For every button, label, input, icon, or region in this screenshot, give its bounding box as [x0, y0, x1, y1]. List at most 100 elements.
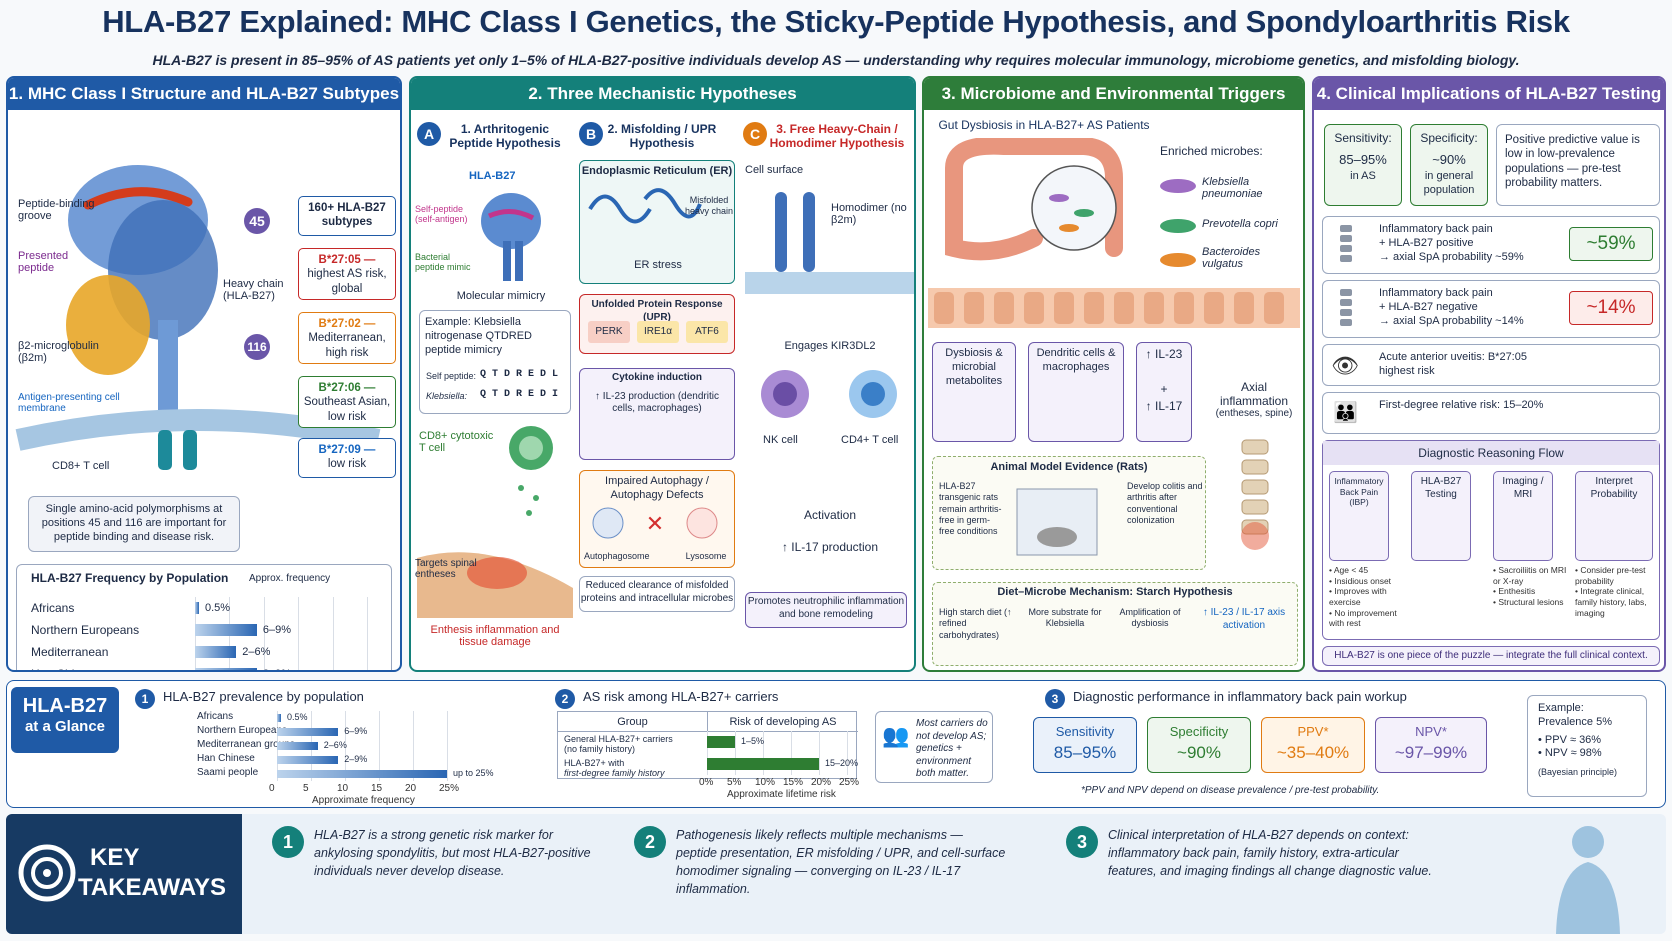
takeaway-2-badge: 2 [634, 826, 666, 858]
diet-box: Diet–Microbe Mechanism: Starch Hypothesi… [932, 582, 1298, 666]
glance-2-title: AS risk among HLA-B27+ carriers [583, 689, 779, 704]
page-title: HLA-B27 Explained: MHC Class I Genetics,… [102, 4, 1570, 39]
gridline [345, 711, 346, 781]
axis-tick-label: 20 [405, 783, 417, 794]
category-label: Mediterranean groups [197, 739, 295, 750]
gridline [447, 711, 448, 781]
enthesis-damage-label: Enthesis inflammation and tissue damage [430, 624, 560, 648]
gridline [367, 597, 368, 670]
substrate-label: More substrate for Klebsiella [1028, 607, 1102, 629]
data-bar [707, 758, 819, 770]
position-45-badge: 45 [244, 208, 270, 234]
takeaway-2-text: Pathogenesis likely reflects multiple me… [676, 828, 1006, 897]
positive-probability-value: ~59% [1569, 227, 1653, 261]
spinal-entheses-label: Targets spinal entheses [415, 558, 477, 580]
subtype-count: 160+ HLA-B27 subtypes [298, 196, 396, 236]
category-label: Africans [197, 711, 234, 722]
position-116-badge: 116 [244, 334, 270, 360]
ppv-note: Positive predictive value is low in low-… [1496, 124, 1660, 206]
flow-step-imaging: Imaging / MRI [1493, 471, 1553, 561]
label-heavy-chain: Heavy chain (HLA-B27) [223, 278, 284, 302]
people-icon: 👥 [882, 723, 910, 748]
gridline [332, 597, 334, 670]
glance-1-title: HLA-B27 prevalence by population [163, 689, 364, 704]
axis-tick-label: 5% [727, 777, 742, 788]
microbe-klebsiella: Klebsiella pneumoniae [1202, 176, 1263, 200]
takeaway-3-badge: 3 [1066, 826, 1098, 858]
relative-risk-row: 👪 First-degree relative risk: 15–20% [1322, 392, 1660, 434]
negative-probability-row: Inflammatory back pain + HLA-B27 negativ… [1322, 280, 1660, 338]
panel-4-title: 4. Clinical Implications of HLA-B27 Test… [1314, 78, 1664, 110]
gridline [263, 597, 265, 670]
hypothesis-a-title: 1. Arthritogenic Peptide Hypothesis [449, 122, 561, 150]
self-peptide-label: Self-peptide (self-antigen) [415, 204, 468, 224]
microbe-bacteroides: Bacteroides vulgatus [1202, 246, 1261, 270]
data-bar [277, 770, 447, 778]
takeaway-1-badge: 1 [272, 826, 304, 858]
t-cell-illustration [509, 426, 553, 516]
epithelium-illustration [928, 288, 1300, 328]
axis-tick-label: 25% [839, 777, 860, 788]
axial-inflammation-label: Axial inflammation(entheses, spine) [1215, 380, 1293, 419]
category-label: Han Chinese [31, 667, 100, 670]
gridline [763, 731, 764, 775]
diagnostic-flow: Diagnostic Reasoning Flow Inflammatory B… [1322, 440, 1660, 640]
gut-dysbiosis-title: Gut Dysbiosis in HLA-B27+ AS Patients [938, 118, 1150, 132]
hypothesis-c-badge: C [743, 122, 767, 146]
panel-3-title: 3. Microbiome and Environmental Triggers [924, 78, 1303, 110]
panel-microbiome: 3. Microbiome and Environmental Triggers… [922, 76, 1305, 672]
autophagy-illustration: ✕ [592, 507, 718, 538]
spine-icon [1340, 225, 1352, 262]
molecular-mimicry-label: Molecular mimicry [456, 290, 546, 302]
category-label: Mediterranean [31, 645, 109, 659]
takeaways-title-box: KEY TAKEAWAYS [6, 814, 242, 934]
panel-1-title: 1. MHC Class I Structure and HLA-B27 Sub… [8, 78, 400, 110]
family-icon: 👪 [1333, 402, 1358, 424]
metric-npv: NPV*~97–99% [1375, 717, 1487, 773]
dendritic-box: Dendritic cells & macrophages [1028, 342, 1124, 442]
axis-tick-label: 5 [303, 783, 309, 794]
flow-step-testing: HLA-B27 Testing [1411, 471, 1471, 561]
activation-label: Activation [803, 508, 857, 522]
glance-title-box: HLA-B27 at a Glance [11, 687, 119, 753]
risk-table: Group Risk of developing AS General HLA-… [557, 711, 858, 779]
er-box: Endoplasmic Reticulum (ER) Misfolded hea… [579, 160, 735, 284]
hypothesis-b-badge: B [579, 122, 603, 146]
target-icon [18, 844, 76, 902]
subtype-b2702: B*27:02 —Mediterranean, high risk [298, 312, 396, 364]
panel-mechanisms: 2. Three Mechanistic Hypotheses A 1. Art… [409, 76, 916, 672]
label-peptide: Presented peptide [18, 250, 69, 274]
label-b2m: β2-microglobulin (β2m) [18, 340, 99, 364]
promotes-box: Promotes neutrophilic inflammation and b… [745, 592, 907, 628]
panel-clinical: 4. Clinical Implications of HLA-B27 Test… [1312, 76, 1666, 672]
data-label: 2–6% [323, 739, 347, 750]
category-label: Africans [31, 601, 75, 615]
eye-icon: 👁 [1331, 353, 1359, 378]
data-label: 0.5% [287, 711, 308, 722]
gridline [791, 731, 792, 775]
axis-tick-label: 10% [755, 777, 776, 788]
label-groove: Peptide-binding groove [18, 198, 95, 222]
metric-specificity: Specificity~90% [1147, 717, 1251, 773]
category-label: Northern Europeans [197, 725, 288, 736]
sensitivity-card: Sensitivity: 85–95% in AS [1324, 124, 1402, 206]
axis-title: Approximate lifetime risk [727, 789, 836, 800]
takeaway-3-text: Clinical interpretation of HLA-B27 depen… [1108, 828, 1432, 879]
data-label: 2–9% [344, 753, 368, 764]
hla-b27-label: HLA-B27 [469, 170, 516, 182]
gridline [819, 731, 820, 775]
rat-cage-illustration [1016, 488, 1098, 556]
hypothesis-b-title: 2. Misfolding / UPR Hypothesis [607, 122, 717, 150]
data-bar [277, 756, 339, 764]
klebsiella-example: Example: Klebsiella nitrogenase QTDRED p… [419, 310, 571, 414]
label-cd8: CD8+ T cell [52, 460, 110, 472]
negative-probability-value: ~14% [1569, 291, 1653, 325]
axis-title: Approximate frequency [312, 795, 415, 806]
autophagy-box: Impaired Autophagy / Autophagy Defects ✕… [579, 470, 735, 568]
gridline [735, 731, 736, 775]
animal-model-box: Animal Model Evidence (Rats) HLA-B27 tra… [932, 456, 1206, 570]
carriers-note: 👥 Most carriers do not develop AS; genet… [875, 711, 993, 783]
takeaway-1-text: HLA-B27 is a strong genetic risk marker … [314, 828, 591, 879]
